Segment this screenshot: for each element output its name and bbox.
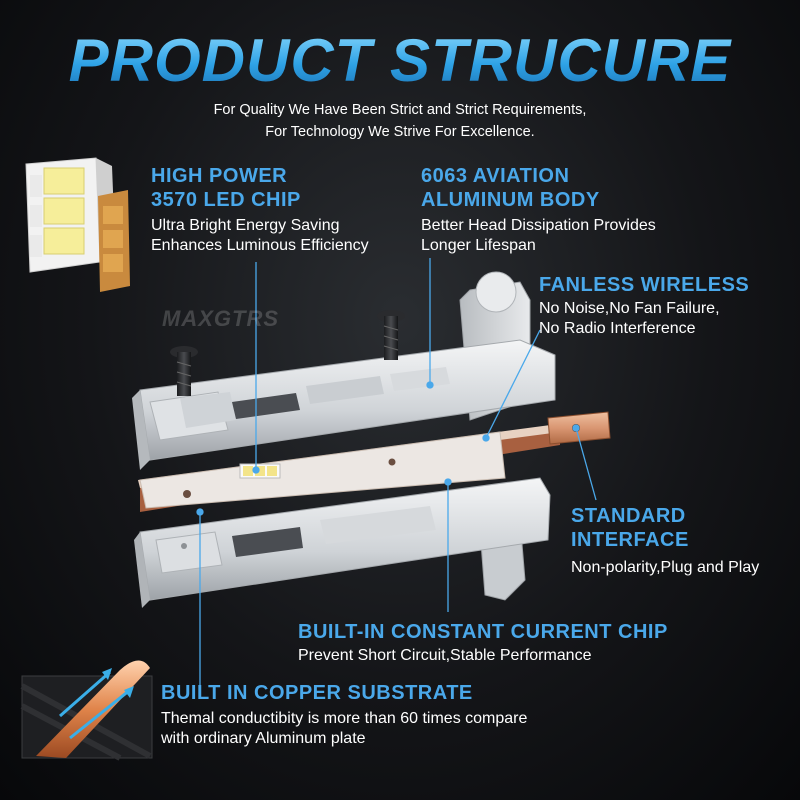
desc-line: Ultra Bright Energy Saving [151, 217, 340, 234]
feature-aluminum-body-heading: 6063 AVIATION ALUMINUM BODY [421, 164, 656, 212]
feature-led-chip-desc: Ultra Bright Energy Saving Enhances Lumi… [151, 216, 369, 256]
heading-line: INTERFACE [571, 529, 689, 551]
feature-fanless: FANLESS WIRELESS No Noise,No Fan Failure… [539, 273, 749, 339]
feature-copper-heading: BUILT IN COPPER SUBSTRATE [161, 682, 473, 704]
heading-line: 3570 LED CHIP [151, 189, 301, 211]
subtitle-line-1: For Quality We Have Been Strict and Stri… [213, 102, 587, 118]
screw-left [170, 346, 198, 396]
subtitle-line-2: For Technology We Strive For Excellence. [265, 124, 535, 140]
brand-watermark: MAXGTRS [162, 306, 279, 331]
feature-copper-desc: Themal conductibity is more than 60 time… [161, 709, 527, 749]
feature-led-chip-heading: HIGH POWER 3570 LED CHIP [151, 164, 369, 212]
feature-fanless-desc: No Noise,No Fan Failure, No Radio Interf… [539, 299, 749, 339]
led-chip-module [25, 157, 130, 292]
feature-interface-desc: Non-polarity,Plug and Play [571, 559, 760, 576]
screw-right [377, 310, 405, 360]
desc-line: No Radio Interference [539, 320, 696, 337]
desc-line: Longer Lifespan [421, 237, 536, 254]
desc-line: Enhances Luminous Efficiency [151, 237, 369, 254]
copper-tube-inset [20, 660, 153, 761]
feature-fanless-heading: FANLESS WIRELESS [539, 274, 750, 296]
feature-aluminum-body-desc: Better Head Dissipation Provides Longer … [421, 216, 656, 256]
heading-line: HIGH POWER [151, 165, 288, 187]
page-title: PRODUCT STRUCURE [0, 26, 800, 96]
heading-line: 6063 AVIATION [421, 165, 570, 187]
heading-line: STANDARD [571, 505, 686, 527]
feature-led-chip: HIGH POWER 3570 LED CHIP Ultra Bright En… [151, 164, 369, 256]
desc-line: with ordinary Aluminum plate [161, 730, 366, 747]
desc-line: Better Head Dissipation Provides [421, 217, 656, 234]
leader-lines [196, 258, 597, 688]
heading-line: ALUMINUM BODY [421, 189, 600, 211]
desc-line: No Noise,No Fan Failure, [539, 300, 720, 317]
copper-pcb-board [138, 411, 611, 512]
feature-constant-current-heading: BUILT-IN CONSTANT CURRENT CHIP [298, 621, 668, 643]
page-subtitle: For Quality We Have Been Strict and Stri… [0, 99, 800, 143]
feature-copper: BUILT IN COPPER SUBSTRATE Themal conduct… [161, 681, 527, 749]
feature-constant-current: BUILT-IN CONSTANT CURRENT CHIP Prevent S… [298, 620, 668, 666]
feature-interface-heading: STANDARD INTERFACE [571, 504, 759, 552]
feature-interface: STANDARD INTERFACE Non-polarity,Plug and… [571, 504, 759, 578]
feature-constant-current-desc: Prevent Short Circuit,Stable Performance [298, 647, 592, 664]
desc-line: Themal conductibity is more than 60 time… [161, 710, 528, 727]
feature-aluminum-body: 6063 AVIATION ALUMINUM BODY Better Head … [421, 164, 656, 256]
